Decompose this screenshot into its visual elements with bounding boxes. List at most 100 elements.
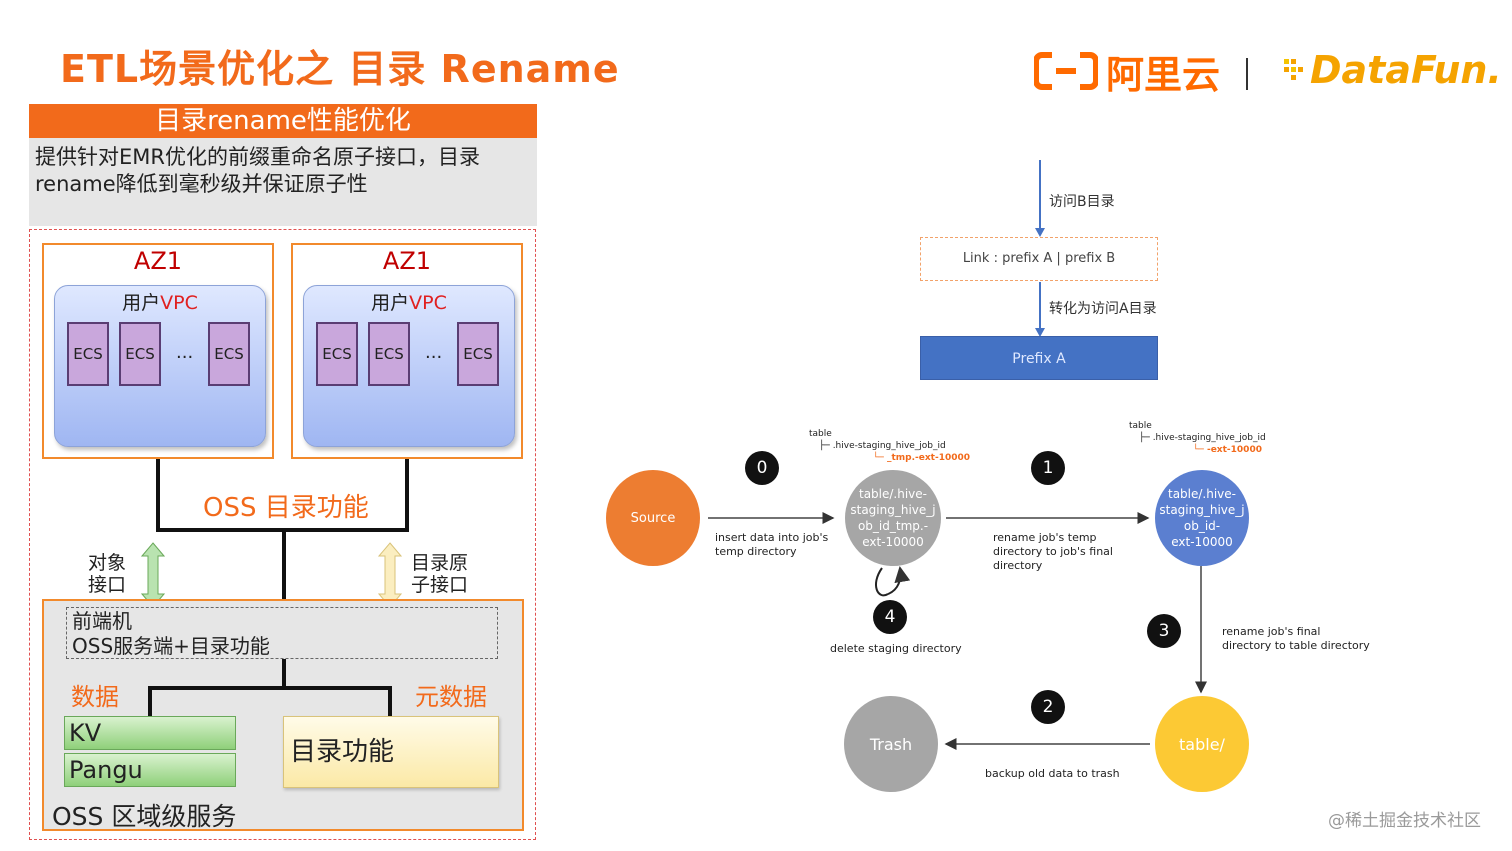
tree-root: table xyxy=(809,429,832,439)
insert-label: insert data into job's temp directory xyxy=(715,531,828,559)
label-line: directory to table directory xyxy=(1222,639,1370,652)
user-vpc: 用户VPC ECS ECS ... ECS xyxy=(303,285,515,447)
pangu-store-box: Pangu xyxy=(64,753,236,787)
object-interface-line-1: 对象 xyxy=(88,552,127,574)
access-b-label: 访问B目录 xyxy=(1049,194,1115,210)
access-arrows xyxy=(1035,160,1045,337)
datafun-logo-text: DataFun. xyxy=(1310,48,1502,92)
region-service-label: OSS 区域级服务 xyxy=(52,802,237,831)
tree-root: table xyxy=(1129,421,1152,431)
directory-function-box: 目录功能 xyxy=(283,716,499,788)
az-label: AZ1 xyxy=(382,247,432,275)
link-box: Link : prefix A | prefix B xyxy=(920,237,1158,281)
ecs-instance: ECS xyxy=(368,322,410,386)
directory-atomic-interface-label: 目录原 子接口 xyxy=(411,552,468,596)
description-text: 提供针对EMR优化的前缀重命名原子接口，目录 rename降低到毫秒级并保证原子… xyxy=(35,144,531,198)
rename-final-label: rename job's final directory to table di… xyxy=(1222,625,1370,653)
vpc-label-suffix: VPC xyxy=(409,292,447,314)
label-line: insert data into job's xyxy=(715,531,829,544)
az-label: AZ1 xyxy=(133,247,183,275)
az-box-right: AZ1 用户VPC ECS ECS ... ECS xyxy=(291,243,523,459)
node-line: ext-10000 xyxy=(1171,535,1233,549)
node-line: staging_hive_j xyxy=(850,503,936,517)
ecs-instance: ECS xyxy=(119,322,161,386)
tree-child: ├─ .hive-staging_hive_job_id xyxy=(819,441,946,451)
aliyun-logo-icon xyxy=(1034,52,1098,90)
connector-line xyxy=(405,459,409,531)
node-line: table/.hive- xyxy=(858,487,927,501)
datafun-dots-icon xyxy=(1284,59,1303,80)
convert-a-label: 转化为访问A目录 xyxy=(1049,301,1157,317)
ecs-ellipsis: ... xyxy=(176,342,194,363)
datafun-logo: DataFun. xyxy=(1282,48,1502,92)
connector-line xyxy=(148,686,392,690)
directory-atomic-line-1: 目录原 xyxy=(411,552,469,574)
logo-separator xyxy=(1246,58,1248,90)
step-0-badge: 0 xyxy=(745,451,779,485)
flow-arrows xyxy=(708,512,1207,750)
ecs-instance: ECS xyxy=(208,322,250,386)
directory-tree-tmp: table ├─ .hive-staging_hive_job_id └─ _t… xyxy=(809,428,970,464)
label-line: temp directory xyxy=(715,545,797,558)
node-line: ob_id_tmp.- xyxy=(857,519,929,533)
connector-line xyxy=(156,459,160,531)
vpc-label: 用户VPC xyxy=(304,288,514,315)
tree-child: ├─ .hive-staging_hive_job_id xyxy=(1139,433,1266,443)
connector-line xyxy=(282,659,286,689)
step-2-badge: 2 xyxy=(1031,690,1065,724)
aliyun-logo: 阿里云 xyxy=(1034,48,1220,97)
kv-store-box: KV xyxy=(64,716,236,750)
tree-leaf: └─ _tmp.-ext-10000 xyxy=(873,453,971,463)
description-line-2: rename降低到毫秒级并保证原子性 xyxy=(35,172,368,196)
user-vpc: 用户VPC ECS ECS ... ECS xyxy=(54,285,266,447)
step-1-badge: 1 xyxy=(1031,451,1065,485)
label-line: directory to job's final xyxy=(993,545,1113,558)
label-line: rename job's final xyxy=(1222,625,1321,638)
step-3-badge: 3 xyxy=(1147,614,1181,648)
section-header: 目录rename性能优化 xyxy=(29,104,537,138)
node-line: ob_id- xyxy=(1183,519,1221,533)
ecs-instance: ECS xyxy=(67,322,109,386)
oss-directory-function-label: OSS 目录功能 xyxy=(203,493,369,523)
metadata-label: 元数据 xyxy=(415,683,487,711)
tree-leaf: └─ -ext-10000 xyxy=(1193,445,1262,455)
frontend-line-1: 前端机 xyxy=(72,609,132,633)
connector-line xyxy=(388,686,392,717)
table-node: table/ xyxy=(1155,696,1249,792)
data-label: 数据 xyxy=(71,683,119,711)
connector-line xyxy=(282,528,286,600)
watermark: @稀土掘金技术社区 xyxy=(1328,811,1481,831)
vpc-label-prefix: 用户 xyxy=(371,292,410,314)
node-line: ext-10000 xyxy=(862,535,924,549)
architecture-frame xyxy=(29,229,536,840)
frontend-text: 前端机 OSS服务端+目录功能 xyxy=(72,609,270,659)
az-box-left: AZ1 用户VPC ECS ECS ... ECS xyxy=(42,243,274,459)
object-interface-label: 对象 接口 xyxy=(88,552,126,596)
vpc-label: 用户VPC xyxy=(55,288,265,315)
rename-temp-label: rename job's temp directory to job's fin… xyxy=(993,531,1113,573)
frontend-box: 前端机 OSS服务端+目录功能 xyxy=(66,607,498,659)
directory-atomic-line-2: 子接口 xyxy=(411,574,469,596)
delete-label: delete staging directory xyxy=(830,642,962,655)
trash-node: Trash xyxy=(844,696,938,792)
page-title: ETL场景优化之 目录 Rename xyxy=(60,47,620,91)
frontend-line-2: OSS服务端+目录功能 xyxy=(72,634,270,658)
ecs-instance: ECS xyxy=(457,322,499,386)
directory-tree-final: table ├─ .hive-staging_hive_job_id └─ -e… xyxy=(1129,420,1266,456)
step-4-badge: 4 xyxy=(873,600,907,634)
object-interface-line-2: 接口 xyxy=(88,574,127,596)
aliyun-logo-text: 阿里云 xyxy=(1106,52,1221,97)
node-line: staging_hive_j xyxy=(1159,503,1245,517)
ecs-ellipsis: ... xyxy=(425,342,443,363)
vpc-label-suffix: VPC xyxy=(160,292,198,314)
oss-region-service-box xyxy=(42,599,524,831)
source-node: Source xyxy=(606,470,700,566)
description-line-1: 提供针对EMR优化的前缀重命名原子接口，目录 xyxy=(35,145,480,169)
node-line: table/.hive- xyxy=(1167,487,1236,501)
prefix-a-box: Prefix A xyxy=(920,336,1158,380)
description-box: 提供针对EMR优化的前缀重命名原子接口，目录 rename降低到毫秒级并保证原子… xyxy=(29,138,537,226)
label-line: rename job's temp xyxy=(993,531,1097,544)
ecs-instance: ECS xyxy=(316,322,358,386)
staging-final-node: table/.hive- staging_hive_j ob_id- ext-1… xyxy=(1155,470,1249,566)
vpc-label-prefix: 用户 xyxy=(122,292,161,314)
